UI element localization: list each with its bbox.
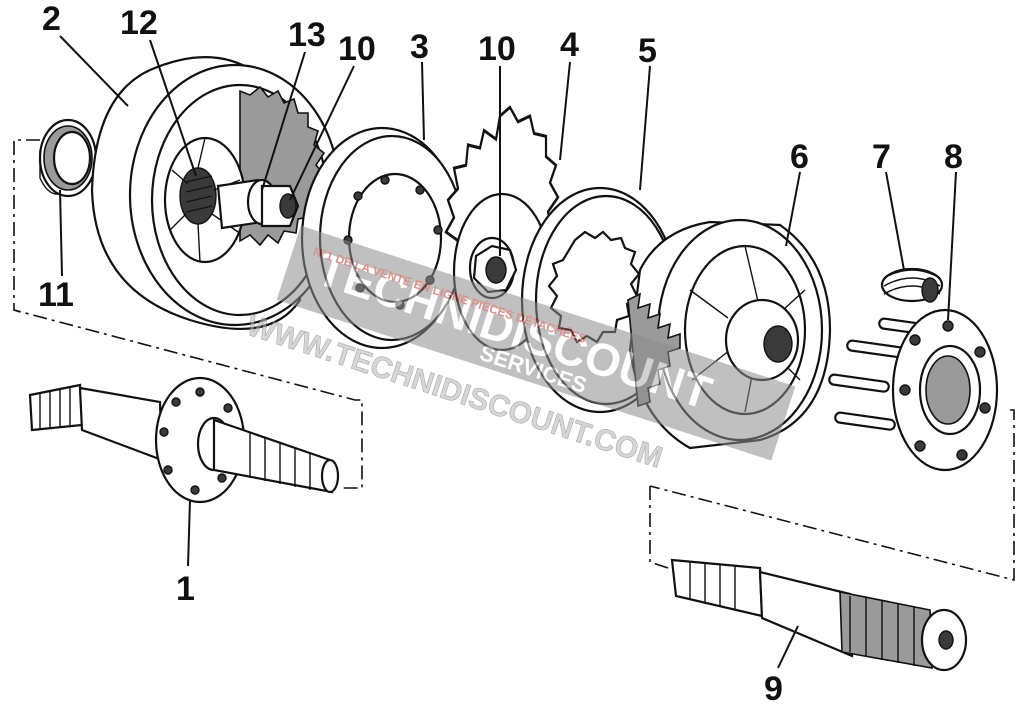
callout-10-left: 10 [338, 30, 376, 68]
callout-3: 3 [410, 28, 429, 66]
assembly-lines [13, 139, 1015, 582]
callout-7: 7 [872, 138, 891, 176]
callout-1: 1 [176, 570, 195, 608]
part-8-spring-plate [828, 308, 999, 472]
callout-5: 5 [638, 32, 657, 70]
callout-12: 12 [120, 4, 158, 42]
callout-10-middle: 10 [478, 30, 516, 68]
callout-13: 13 [288, 16, 326, 54]
part-10-nut [472, 244, 518, 294]
part-13-washer-and-nut [216, 178, 300, 230]
leader-lines [59, 35, 957, 669]
callout-11: 11 [38, 276, 74, 314]
watermark-banner [276, 225, 796, 461]
callouts: 2 12 13 10 3 10 4 5 6 7 8 11 1 9 [38, 0, 963, 708]
callout-6: 6 [790, 138, 809, 176]
callout-9: 9 [764, 670, 783, 708]
part-1-input-shaft [28, 376, 340, 504]
part-9-output-shaft [670, 558, 968, 672]
part-11-bearing-ring [38, 118, 98, 198]
callout-4: 4 [560, 26, 579, 64]
callout-8: 8 [944, 138, 963, 176]
part-7-spring [880, 267, 944, 303]
callout-2: 2 [42, 0, 61, 38]
